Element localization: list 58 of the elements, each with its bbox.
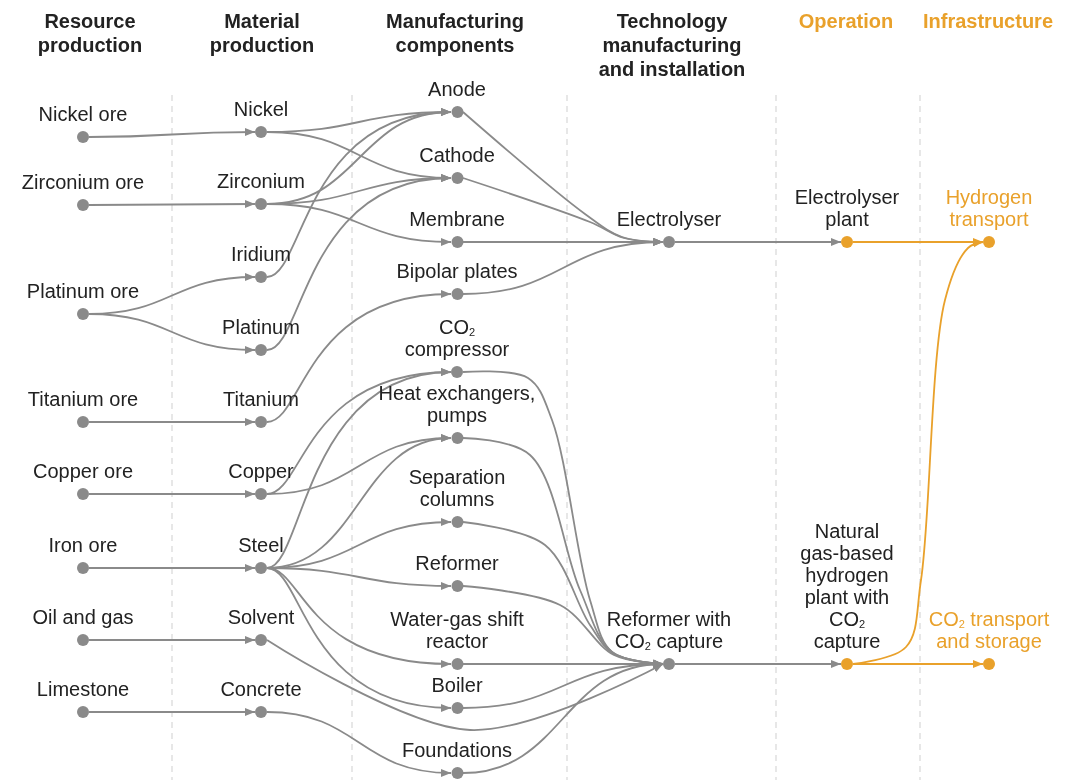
flow-arrow [88,200,256,208]
node-label: Boiler [430,674,484,696]
node-label: Oil and gas [31,606,135,628]
node-label: Cathode [418,144,496,166]
node-label: Reformer with CO$_{2}$ capture [605,608,733,652]
column-heading: Resource production [36,9,144,57]
node-label: Nickel [232,98,290,120]
node-label: Solvent [226,606,296,628]
node-label: Concrete [219,678,303,700]
node-label: Water-gas shift reactor [389,608,525,652]
flow-arrow [266,175,452,351]
node-label: CO$_{2}$ transport and storage [927,608,1051,652]
node-label: Anode [427,78,487,100]
node-label: Iron ore [47,534,119,556]
node-label: Platinum ore [25,280,141,302]
flow-arrow [266,711,452,777]
node-label: Foundations [400,739,514,761]
node-label: Titanium [222,388,300,410]
node-label: Electrolyser [615,208,723,230]
flow-arrow [266,290,452,423]
column-heading: Technology manufacturing and installation [597,9,747,81]
flow-arrow [462,238,664,295]
flow-arrow [674,660,842,668]
node-label: Membrane [408,208,506,230]
flow-arrow [266,567,452,712]
node-label: Zirconium [216,170,306,192]
node-label: Copper [227,460,295,482]
column-heading: Manufacturing components [385,9,525,57]
flow-arrow [88,128,256,138]
column-heading: Infrastructure [922,9,1054,33]
node-label: Bipolar plates [395,260,519,282]
flow-arrow [88,313,256,354]
flow-arrow [852,660,984,668]
node-label: Electrolyser plant [793,186,901,230]
node-label: Zirconium ore [20,171,146,193]
column-heading: Operation [797,9,895,33]
node-label: Separation columns [407,466,507,510]
node-label: Iridium [230,243,292,265]
node-label: Nickel ore [37,103,129,125]
flow-arrow [266,108,452,278]
node-label: Platinum [221,316,301,338]
node-label: Limestone [35,678,131,700]
node-label: Natural gas-based hydrogen plant with CO$_{2}$ capture [799,520,895,652]
node-label: Reformer [414,552,500,574]
column-heading: Material production [208,9,316,57]
node-label: Titanium ore [26,388,140,410]
node-label: Copper ore [31,460,135,482]
node-label: Steel [237,534,285,556]
flow-arrow [674,238,842,246]
flow-arrow [88,490,256,498]
node-label: Heat exchangers, pumps [377,382,537,426]
flow-arrow [88,708,256,716]
flow-arrow [88,564,256,572]
flow-arrow [88,636,256,644]
node-label: CO$_{2}$ compressor [403,316,511,360]
flow-arrow [88,418,256,426]
flow-arrow [266,639,664,731]
node-label: Hydrogen transport [944,186,1034,230]
